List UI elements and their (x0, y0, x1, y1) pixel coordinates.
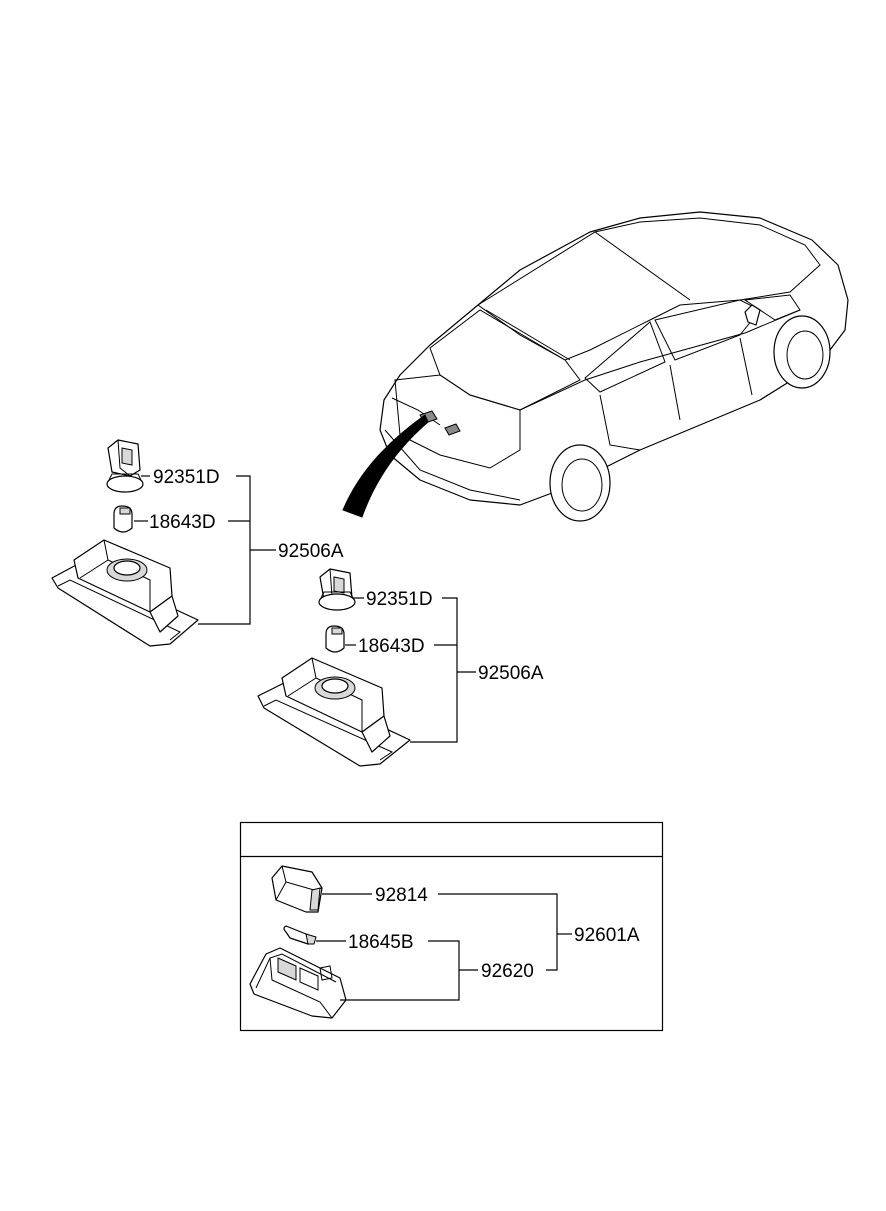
part-number-label: 92620 (481, 961, 534, 982)
part-number-label: 18643D (358, 636, 425, 657)
lamp-group-2: 92351D 18643D 92506A (257, 568, 544, 767)
inset-box: 92814 18645B 92620 92601A (239, 821, 664, 1032)
part-number-label: 92351D (366, 589, 433, 610)
assembly-number-label: 92601A (574, 925, 640, 946)
curved-arrow-icon (342, 414, 429, 518)
festoon-bulb-icon (283, 925, 317, 945)
lamp-group-1: 92351D 18643D 92506A (51, 439, 344, 647)
bulb-icon (325, 625, 345, 653)
bulb-socket-icon (318, 568, 356, 611)
assembly-number-label: 92506A (278, 541, 344, 562)
bulb-socket-icon (106, 439, 144, 493)
license-lamp-housing-icon (257, 657, 411, 767)
part-number-label: 18645B (348, 932, 414, 953)
lamp-housing-icon (249, 947, 347, 1019)
hatchback-car-rear-view-icon (379, 211, 849, 522)
lamp-lens-cover-icon (271, 865, 323, 913)
part-number-label: 92351D (153, 467, 220, 488)
part-number-label: 92814 (375, 885, 428, 906)
license-lamp-housing-icon (51, 539, 199, 647)
part-number-label: 18643D (149, 512, 216, 533)
bulb-icon (113, 505, 133, 533)
assembly-number-label: 92506A (478, 663, 544, 684)
